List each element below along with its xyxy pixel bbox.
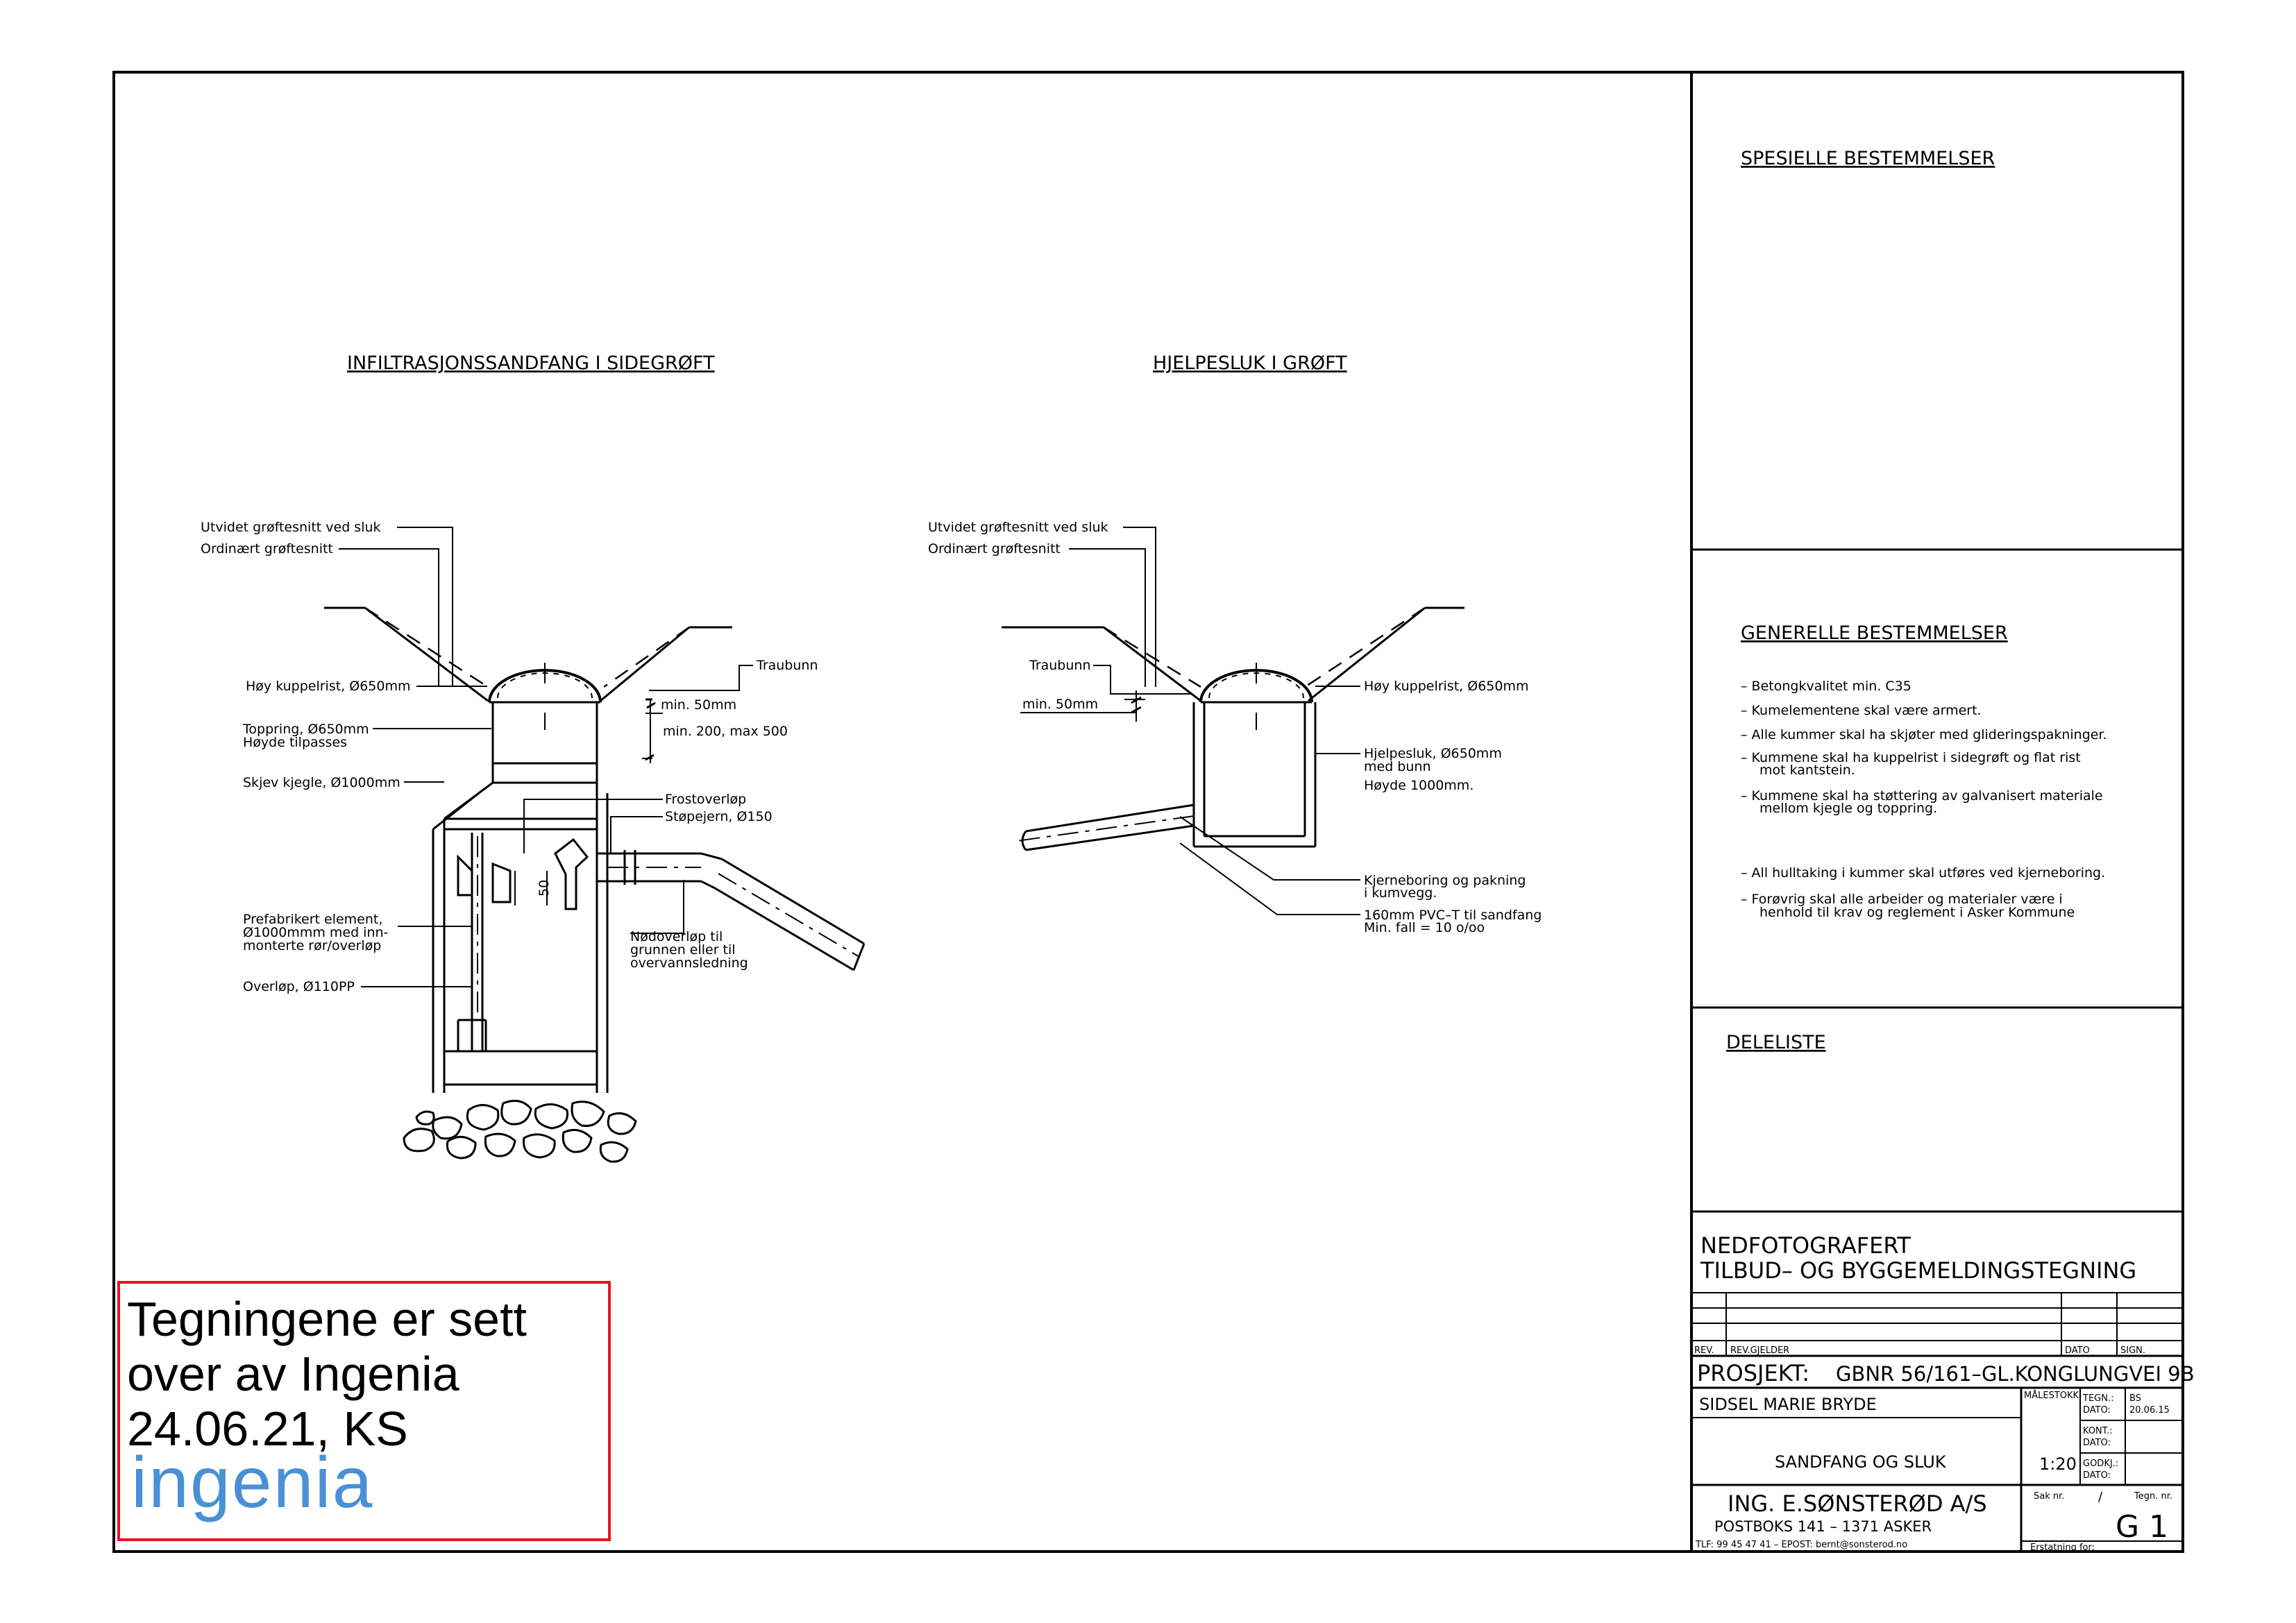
label-kuppelrist: Høy kuppelrist, Ø650mm: [246, 679, 411, 694]
label-utvidet: Utvidet grøftesnitt ved sluk: [201, 520, 381, 535]
label-frost: Frostoverløp: [665, 792, 746, 807]
label-nodoverlop-2: grunnen eller til: [630, 942, 736, 958]
label-hjelpesluk-3: Høyde 1000mm.: [1364, 778, 1474, 793]
rev-subject-header: REV.GJELDER: [1730, 1345, 1789, 1356]
case-no-label: Sak nr.: [2034, 1491, 2064, 1502]
note-line: mot kantstein.: [1759, 763, 1855, 778]
title-block: NEDFOTOGRAFERT TILBUD– OG BYGGEMELDINGST…: [1691, 1232, 2195, 1553]
company-contact: TLF: 99 45 47 41 – EPOST: bernt@sonstero…: [1695, 1540, 1907, 1550]
rev-date-header: DATO: [2065, 1345, 2090, 1356]
label-pvc-fall: Min. fall = 10 o/oo: [1364, 920, 1485, 935]
drawing-frame: [112, 71, 2184, 1553]
label-overlop: Overløp, Ø110PP: [243, 979, 355, 994]
label-toppring: Toppring, Ø650mm: [242, 722, 369, 737]
label-utvidet: Utvidet grøftesnitt ved sluk: [928, 520, 1108, 535]
note-line: mellom kjegle og toppring.: [1759, 801, 1937, 816]
drawn-by-value: BS: [2129, 1393, 2141, 1404]
note-line: – Kummene skal ha kuppelrist i sidegrøft…: [1741, 750, 2081, 765]
company-name: ING. E.SØNSTERØD A/S: [1728, 1490, 1987, 1517]
left-detail-title: INFILTRASJONSSANDFANG I SIDEGRØFT: [347, 352, 715, 374]
label-min50: min. 50mm: [1022, 697, 1098, 712]
ingenia-logo: ingenia: [131, 1443, 374, 1523]
rev-sign-header: SIGN.: [2120, 1345, 2145, 1356]
drawn-date-label: DATO:: [2083, 1405, 2111, 1416]
label-kuppelrist: Høy kuppelrist, Ø650mm: [1364, 679, 1529, 694]
label-hjelpesluk: Hjelpesluk, Ø650mm: [1364, 746, 1502, 761]
label-kjegle: Skjev kjegle, Ø1000mm: [243, 775, 400, 790]
label-toppring-height: Høyde tilpasses: [243, 735, 347, 750]
auxiliary-gully-detail: HJELPESLUK I GRØFT: [928, 352, 1542, 935]
label-nodoverlop: Nødoverløp til: [630, 929, 723, 944]
case-no-slash: /: [2098, 1490, 2103, 1504]
drawing-no-value: G 1: [2116, 1509, 2168, 1545]
drawn-date-value: 20.06.15: [2129, 1405, 2170, 1416]
label-kjerneboring-2: i kumvegg.: [1364, 885, 1437, 901]
label-traubunn: Traubunn: [1029, 658, 1091, 673]
rev-header: REV.: [1694, 1345, 1714, 1356]
note-line: – Forøvrig skal alle arbeider og materia…: [1741, 892, 2063, 907]
scale-header: MÅLESTOKK:: [2024, 1390, 2082, 1401]
project-label: PROSJEKT:: [1697, 1360, 1809, 1386]
label-min50: min. 50mm: [661, 697, 736, 713]
note-line: – Kummene skal ha støttering av galvanis…: [1741, 788, 2103, 804]
label-nodoverlop-3: overvannsledning: [630, 955, 748, 971]
checked-label: KONT.:: [2083, 1426, 2113, 1436]
label-dim50: 50: [537, 880, 552, 897]
label-pvc-pipe: 160mm PVC–T til sandfang: [1364, 908, 1542, 923]
drawing-no-label: Tegn. nr.: [2134, 1491, 2172, 1502]
general-notes: – Betongkvalitet min. C35 – Kumelementen…: [1741, 679, 2107, 920]
label-traubunn: Traubunn: [756, 658, 818, 673]
company-address: POSTBOKS 141 – 1371 ASKER: [1714, 1518, 1932, 1535]
right-detail-title: HJELPESLUK I GRØFT: [1153, 352, 1347, 374]
status-photoreduced: NEDFOTOGRAFERT: [1700, 1232, 1911, 1259]
label-min200: min. 200, max 500: [663, 724, 788, 739]
drawing-title: SANDFANG OG SLUK: [1775, 1452, 1947, 1472]
note-line: – Alle kummer skal ha skjøter med glider…: [1741, 727, 2107, 742]
label-kjerneboring: Kjerneboring og pakning: [1364, 873, 1526, 888]
status-drawing-type: TILBUD– OG BYGGEMELDINGSTEGNING: [1700, 1257, 2136, 1284]
label-hjelpesluk-2: med bunn: [1364, 759, 1430, 774]
label-stopejern: Støpejern, Ø150: [665, 809, 773, 824]
infiltration-sand-trap-detail: INFILTRASJONSSANDFANG I SIDEGRØFT: [201, 352, 866, 1163]
label-ordinaert: Ordinært grøftesnitt: [928, 541, 1061, 556]
note-line: – Kumelementene skal være armert.: [1741, 703, 1982, 718]
label-prefab-2: Ø1000mmm med inn-: [243, 925, 388, 940]
project-value: GBNR 56/161–GL.KONGLUNGVEI 9B: [1836, 1362, 2195, 1386]
review-stamp-text: Tegningene er sett over av Ingenia 24.06…: [127, 1292, 527, 1456]
review-stamp: Tegningene er sett over av Ingenia 24.06…: [117, 1281, 611, 1541]
approved-label: GODKJ.:: [2083, 1459, 2118, 1469]
scale-value: 1:20: [2039, 1454, 2077, 1474]
client-name: SIDSEL MARIE BRYDE: [1699, 1395, 1877, 1414]
general-provisions-heading: GENERELLE BESTEMMELSER: [1741, 622, 2008, 644]
label-prefab-3: monterte rør/overløp: [243, 938, 381, 953]
special-provisions-heading: SPESIELLE BESTEMMELSER: [1741, 148, 1995, 169]
note-line: henhold til krav og reglement i Asker Ko…: [1759, 905, 2075, 920]
approved-date-label: DATO:: [2083, 1470, 2111, 1481]
note-line: – All hulltaking i kummer skal utføres v…: [1741, 865, 2105, 881]
parts-list-heading: DELELISTE: [1726, 1032, 1826, 1053]
checked-date-label: DATO:: [2083, 1438, 2111, 1448]
label-ordinaert: Ordinært grøftesnitt: [201, 541, 333, 556]
label-prefab: Prefabrikert element,: [243, 912, 382, 927]
replacement-label: Erstatning for:: [2030, 1543, 2095, 1553]
drawn-by-label: TEGN.:: [2082, 1393, 2113, 1404]
note-line: – Betongkvalitet min. C35: [1741, 679, 1911, 694]
